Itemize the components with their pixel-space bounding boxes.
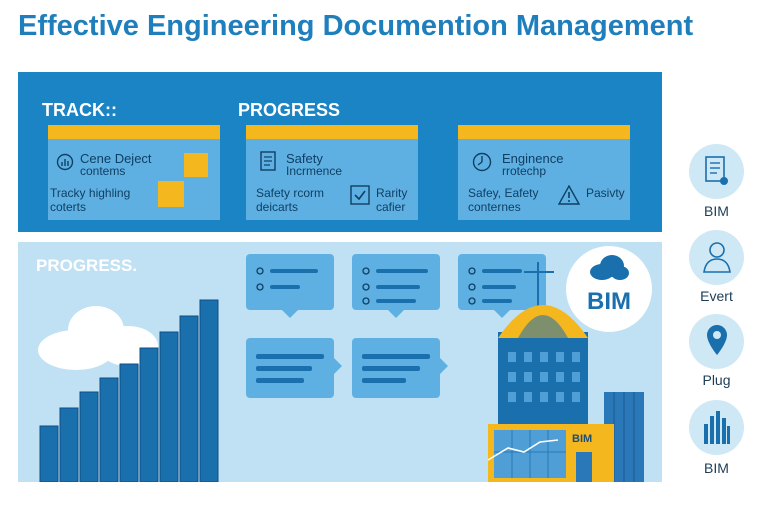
progress-label: PROGRESS bbox=[238, 100, 341, 120]
bim-badge-label: BIM bbox=[587, 288, 631, 315]
card-text: Safety rcorm bbox=[256, 186, 325, 200]
card-title: Safety bbox=[286, 151, 323, 166]
track-card-3[interactable]: Enginence rrotechp Safey, Eafety contern… bbox=[458, 125, 630, 220]
list-bubble bbox=[458, 254, 546, 318]
list-bubble bbox=[352, 254, 440, 318]
location-pin-icon bbox=[707, 325, 727, 355]
list-bubble bbox=[246, 254, 334, 318]
card-header-bar bbox=[48, 125, 220, 139]
side-item-person[interactable] bbox=[689, 230, 744, 285]
side-item-building[interactable] bbox=[689, 400, 744, 455]
card-text: Safey, Eafety bbox=[468, 186, 539, 200]
card-text: Pasivty bbox=[586, 186, 625, 200]
progress-panel: PROGRESS. bbox=[18, 242, 662, 482]
card-header-bar bbox=[458, 125, 630, 139]
card-text: deicarts bbox=[256, 200, 299, 214]
bim-badge: BIM bbox=[566, 246, 652, 332]
text-bubble bbox=[246, 338, 342, 398]
side-item-label: BIM bbox=[704, 460, 729, 476]
document-icon bbox=[260, 151, 276, 171]
track-panel: TRACK:: PROGRESS Cene Deject contems Tra… bbox=[18, 72, 662, 232]
side-item-label: Plug bbox=[702, 372, 731, 388]
card-title: Enginence bbox=[502, 151, 564, 166]
report-icon bbox=[705, 156, 728, 185]
card-subtitle: rrotechp bbox=[502, 164, 547, 178]
card-subtitle: Incrmence bbox=[286, 164, 343, 178]
side-item-label: Evert bbox=[700, 288, 733, 304]
page-title: Effective Engineering Documention Manage… bbox=[18, 10, 694, 42]
building-sign: BIM bbox=[572, 433, 592, 445]
side-item-location[interactable] bbox=[689, 314, 744, 369]
cloud-icon bbox=[590, 255, 629, 280]
building-illustration: BIM bbox=[487, 262, 644, 482]
yellow-square bbox=[184, 153, 208, 177]
progress-heading: PROGRESS. bbox=[36, 256, 138, 275]
card-title: Cene Deject bbox=[80, 151, 152, 166]
building-icon bbox=[704, 411, 730, 444]
card-text: Rarity bbox=[376, 186, 408, 200]
warning-icon bbox=[558, 185, 580, 205]
text-bubble bbox=[352, 338, 448, 398]
person-icon bbox=[703, 242, 731, 273]
card-text: Tracky highling bbox=[50, 186, 131, 200]
gauge-icon bbox=[56, 153, 74, 171]
card-text: coterts bbox=[50, 200, 87, 214]
card-header-bar bbox=[246, 125, 418, 139]
card-text: cafier bbox=[376, 200, 406, 214]
card-text: conternes bbox=[468, 200, 521, 214]
track-card-1[interactable]: Cene Deject contems Tracky highling cote… bbox=[48, 125, 220, 220]
checkbox-icon bbox=[350, 185, 370, 205]
track-label: TRACK:: bbox=[42, 100, 117, 120]
side-item-report[interactable] bbox=[689, 144, 744, 199]
progress-bars-illustration bbox=[38, 299, 219, 482]
card-subtitle: contems bbox=[80, 164, 126, 178]
side-item-label: BIM bbox=[704, 203, 729, 219]
clock-icon bbox=[472, 152, 492, 172]
yellow-square bbox=[158, 181, 184, 207]
track-card-2[interactable]: Safety Incrmence Safety rcorm deicarts R… bbox=[246, 125, 418, 220]
